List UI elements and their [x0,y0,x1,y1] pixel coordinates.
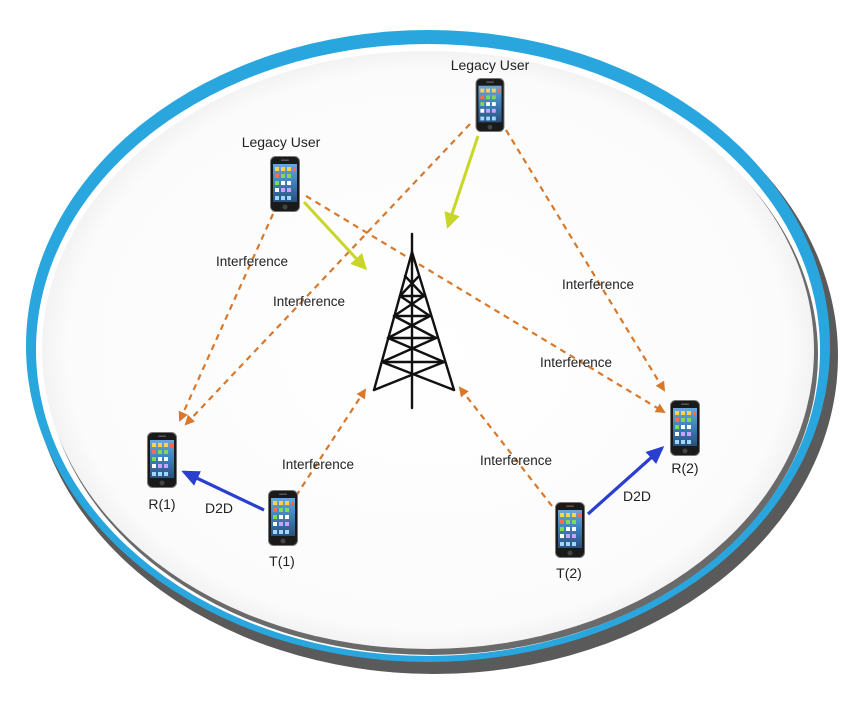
r1-label: R(1) [148,496,175,512]
interference-label: Interference [216,254,288,269]
cell-area [42,51,814,649]
t1-label: T(1) [269,553,295,569]
d2d-arrow-t2-r2 [586,446,665,516]
interference-arrow-legacyleft-r2 [305,195,666,414]
interference-arrow-legacytop-r2 [505,129,666,392]
legacy-user-top: Legacy User [451,57,530,132]
interference-label: Interference [540,355,612,370]
smartphone-icon [555,502,585,558]
d2d-label: D2D [623,488,651,504]
d2d-links [181,446,665,516]
edge-labels: Interference Interference Interference I… [205,254,651,516]
interference-label: Interference [282,457,354,472]
smartphone-icon [147,432,177,488]
transmitter-t2: T(2) [555,502,585,581]
uplink-links [302,135,480,271]
interference-label: Interference [480,453,552,468]
r2-label: R(2) [671,460,698,476]
d2d-arrow-t1-r1 [181,470,265,512]
interference-label: Interference [562,277,634,292]
interference-arrow-legacytop-r1 [184,123,471,426]
t2-label: T(2) [556,565,582,581]
receiver-r2: R(2) [670,400,700,476]
smartphone-icon [270,156,300,212]
d2d-label: D2D [205,500,233,516]
transmitter-t1: T(1) [268,490,298,569]
legacy-user-left: Legacy User [242,134,321,212]
legacy-user-left-label: Legacy User [242,134,321,150]
cell-boundary [26,30,838,674]
smartphone-icon [268,490,298,546]
smartphone-icon [670,400,700,456]
interference-arrow-legacyleft-r1 [178,213,275,422]
cell-tower-icon [372,232,456,410]
receiver-r1: R(1) [147,432,177,512]
legacy-user-top-label: Legacy User [451,57,530,73]
uplink-arrow-legacytop [444,135,480,229]
interference-links [178,123,666,507]
uplink-arrow-legacyleft [302,200,368,271]
smartphone-icon [475,78,505,132]
interference-arrow-t2-tower [458,386,553,507]
interference-label: Interference [273,294,345,309]
